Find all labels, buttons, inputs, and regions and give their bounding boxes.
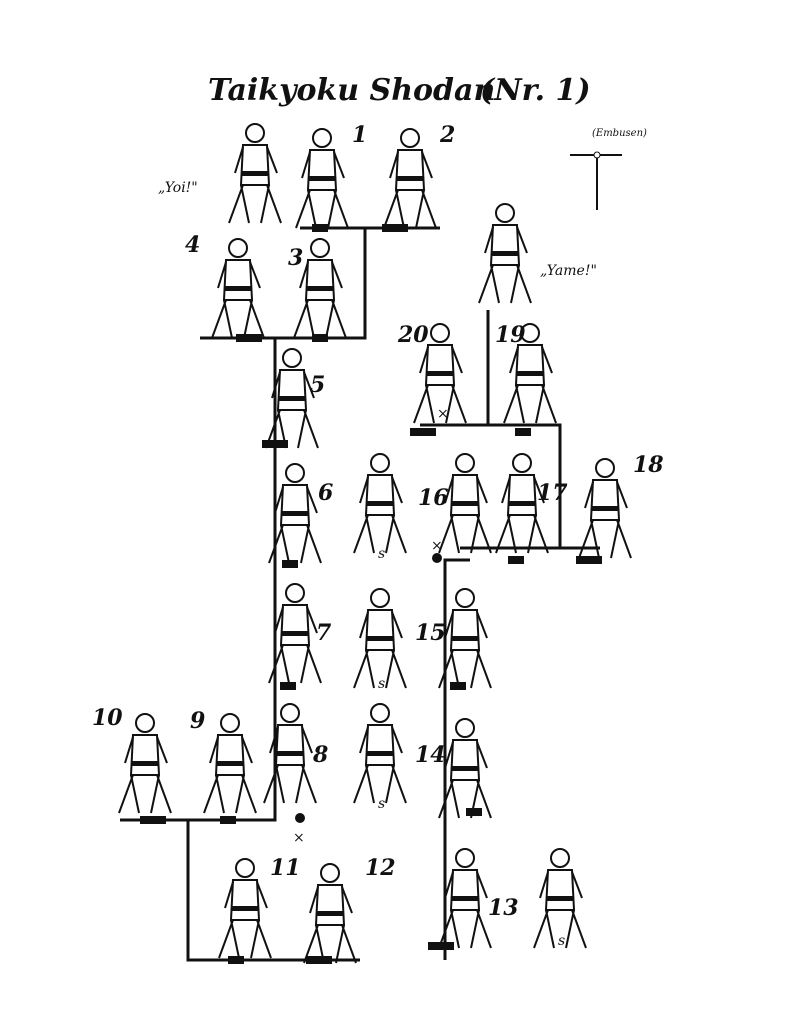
kiai-cross: × (437, 406, 449, 422)
figure-move-2 (383, 128, 437, 229)
embusen-legend: (Embusen) (570, 128, 647, 210)
figure-move-12 (303, 863, 357, 964)
move-number-17: 17 (537, 480, 568, 506)
side-mark: s (378, 546, 385, 562)
figure-yame (478, 203, 532, 304)
side-mark: s (378, 676, 385, 692)
figure-move-15-punch (353, 588, 407, 689)
kiai-dot (432, 553, 442, 563)
move-number-15: 15 (415, 620, 446, 646)
move-number-8: 8 (312, 742, 328, 768)
move-number-4: 4 (185, 232, 200, 258)
figure-move-13 (438, 848, 492, 949)
figure-move-14 (438, 718, 492, 819)
figure-move-4 (211, 238, 265, 339)
kiai-dot (295, 813, 305, 823)
figure-move-14-punch (353, 703, 407, 804)
kiai-cross: × (431, 538, 443, 554)
move-number-12: 12 (365, 855, 396, 881)
figure-move-7 (268, 583, 322, 684)
figure-yoi (228, 123, 282, 224)
side-mark: s (558, 933, 565, 949)
kata-number: (Nr. 1) (480, 73, 591, 108)
move-number-2: 2 (439, 122, 455, 148)
embusen-label: (Embusen) (592, 128, 647, 139)
command-yame: „Yame!" (540, 263, 597, 279)
move-number-10: 10 (92, 705, 123, 731)
move-number-6: 6 (318, 480, 333, 506)
kiai-cross: × (293, 830, 305, 846)
move-number-5: 5 (310, 372, 325, 398)
stance-bars (140, 224, 602, 964)
move-number-16: 16 (418, 485, 449, 511)
move-number-3: 3 (288, 245, 303, 271)
side-mark: s (378, 796, 385, 812)
figure-move-15 (438, 588, 492, 689)
figure-move-11 (218, 858, 272, 959)
figure-move-18 (578, 458, 632, 559)
move-number-11: 11 (270, 855, 301, 881)
move-number-13: 13 (488, 895, 519, 921)
move-number-14: 14 (415, 742, 446, 768)
figure-move-1 (295, 128, 349, 229)
figure-move-6-punch (353, 453, 407, 554)
move-number-19: 19 (495, 322, 526, 348)
figure-move-8 (263, 703, 317, 804)
move-number-18: 18 (633, 452, 664, 478)
figure-move-6 (268, 463, 322, 564)
move-number-7: 7 (316, 620, 332, 646)
kata-title: Taikyoku Shodan (208, 73, 495, 108)
move-number-1: 1 (352, 122, 367, 148)
move-number-20: 20 (397, 322, 429, 348)
command-yoi: „Yoi!" (158, 180, 198, 196)
move-number-9: 9 (190, 708, 205, 734)
figure-move-9 (203, 713, 257, 814)
figure-move-10 (118, 713, 172, 814)
